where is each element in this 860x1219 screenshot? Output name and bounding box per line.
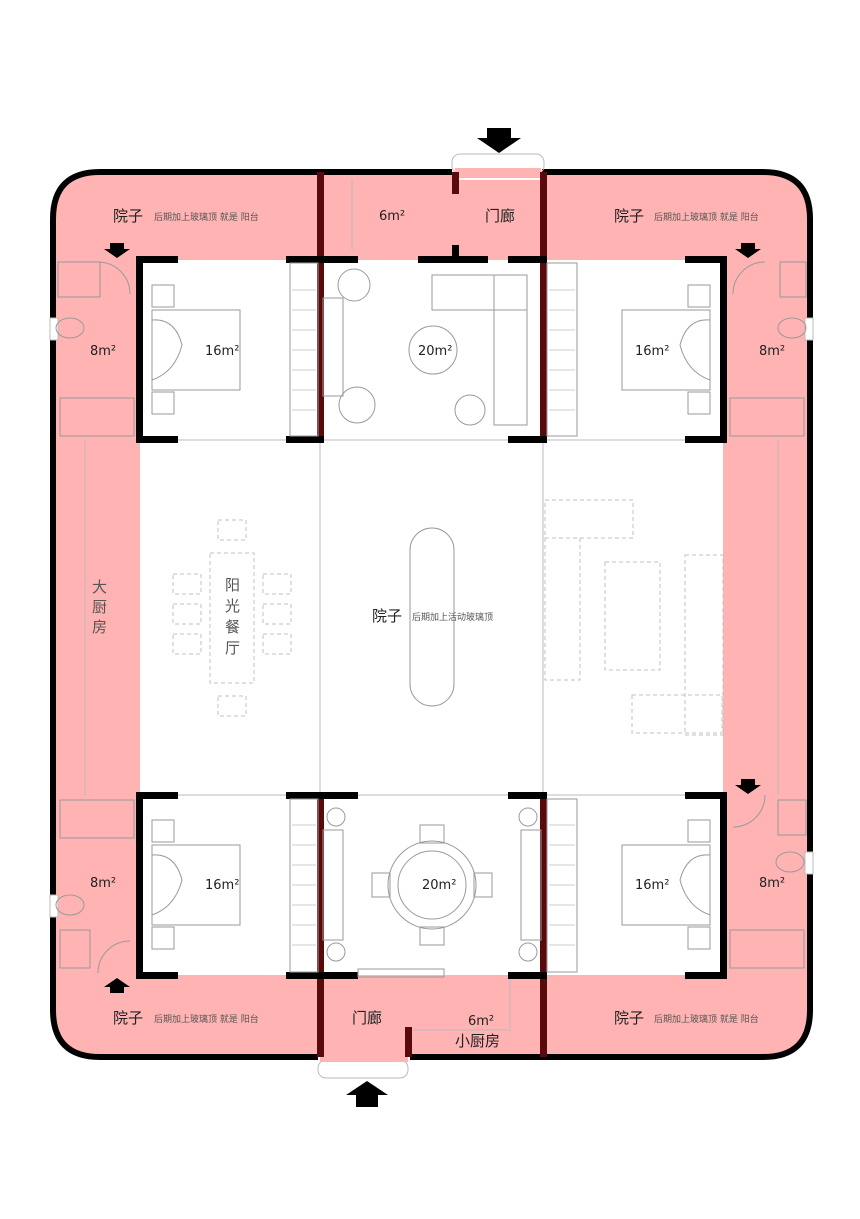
dining-furniture bbox=[322, 807, 542, 978]
yard-tr-note: 后期加上玻璃顶 就是 阳台 bbox=[654, 211, 759, 223]
area-bath-br: 8m² bbox=[759, 876, 785, 891]
courtyard-table bbox=[409, 527, 455, 707]
area-bath-bl: 8m² bbox=[90, 876, 116, 891]
area-bed-br: 16m² bbox=[635, 878, 669, 893]
yard-labels: 院子 后期加上玻璃顶 就是 阳台 院子 后期加上玻璃顶 就是 阳台 院子 后期加… bbox=[113, 207, 759, 1027]
sun-dining-furniture bbox=[172, 519, 292, 717]
area-bed-tl: 16m² bbox=[205, 344, 239, 359]
grid-lines bbox=[84, 180, 779, 1031]
wardrobes bbox=[289, 262, 578, 973]
sun-dining-3: 餐 bbox=[225, 618, 240, 636]
entrance-arrow-icon bbox=[346, 128, 521, 1107]
room-labels: 门廊 门廊 小厨房 大 厨 房 阳 光 餐 厅 bbox=[92, 207, 515, 1050]
outer-wall bbox=[50, 169, 813, 1060]
sun-dining-1: 阳 bbox=[225, 576, 240, 594]
area-top-hall: 6m² bbox=[379, 209, 405, 224]
area-living: 20m² bbox=[418, 344, 452, 359]
yard-tl: 院子 bbox=[113, 207, 143, 225]
center-yard-note: 后期加上活动玻璃顶 bbox=[412, 611, 493, 623]
gate-bottom: 门廊 bbox=[352, 1009, 382, 1027]
yard-br-note: 后期加上玻璃顶 就是 阳台 bbox=[654, 1013, 759, 1025]
bottom-entrance-step bbox=[317, 1059, 409, 1079]
yard-bl-note: 后期加上玻璃顶 就是 阳台 bbox=[154, 1013, 259, 1025]
area-dining: 20m² bbox=[422, 878, 456, 893]
area-bed-bl: 16m² bbox=[205, 878, 239, 893]
area-bath-tl: 8m² bbox=[90, 344, 116, 359]
yard-bl: 院子 bbox=[113, 1009, 143, 1027]
yard-tl-note: 后期加上玻璃顶 就是 阳台 bbox=[154, 211, 259, 223]
area-bed-tr: 16m² bbox=[635, 344, 669, 359]
room-walls bbox=[136, 256, 727, 979]
sun-dining-2: 光 bbox=[225, 597, 240, 615]
yard-tr: 院子 bbox=[614, 207, 644, 225]
area-bottom-hall: 6m² bbox=[468, 1014, 494, 1029]
yard-br: 院子 bbox=[614, 1009, 644, 1027]
small-kitchen: 小厨房 bbox=[455, 1032, 500, 1050]
bathroom-fixtures bbox=[55, 261, 807, 974]
sun-dining-4: 厅 bbox=[225, 639, 240, 657]
gate-top: 门廊 bbox=[485, 207, 515, 225]
big-kitchen-3: 房 bbox=[92, 618, 107, 636]
lounge-furniture bbox=[544, 499, 724, 736]
big-kitchen-1: 大 bbox=[92, 578, 107, 596]
beds bbox=[151, 284, 711, 950]
area-bath-tr: 8m² bbox=[759, 344, 785, 359]
big-kitchen-2: 厨 bbox=[92, 598, 107, 616]
door-arrow-icon bbox=[104, 243, 761, 993]
area-labels: 6m² 6m² 8m² 8m² 8m² 8m² 16m² 16m² 16m² 1… bbox=[90, 209, 785, 1029]
living-furniture bbox=[322, 268, 528, 426]
center-yard: 院子 bbox=[372, 607, 402, 625]
wall-dividers bbox=[317, 172, 547, 1057]
